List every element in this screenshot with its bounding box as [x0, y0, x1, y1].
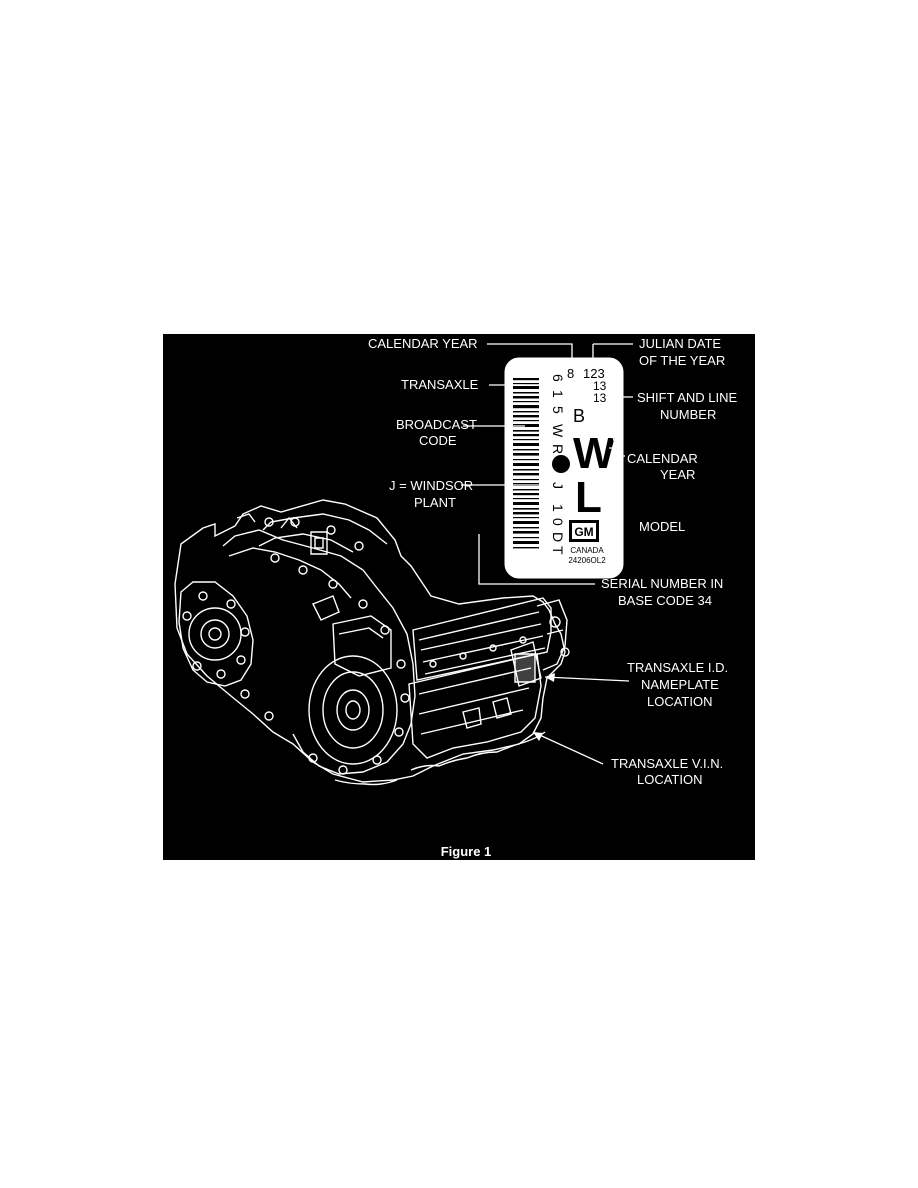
code-char: J [550, 482, 566, 489]
arrow-head-vin [533, 732, 543, 741]
label-windsor-plant-1: J = WINDSOR [389, 478, 473, 493]
label-transaxle: TRANSAXLE [401, 377, 479, 392]
figure-caption: Figure 1 [441, 844, 492, 859]
nameplate-shift-number: 13 [593, 379, 607, 393]
label-model: MODEL [639, 519, 685, 534]
nameplate-model-letter-1: W [573, 429, 615, 478]
label-windsor-plant-2: PLANT [414, 495, 456, 510]
label-nameplate-location-2: NAMEPLATE [641, 677, 719, 692]
figure-panel: 6 1 5 W R J 1 0 D T 8 123 13 13 B W L GM… [163, 334, 755, 860]
nameplate-calendar-letter: B [573, 406, 585, 426]
code-char: R [550, 444, 566, 454]
label-nameplate-location-3: LOCATION [647, 694, 713, 709]
label-calendar-year-top: CALENDAR YEAR [368, 336, 478, 351]
code-char: W [550, 424, 566, 438]
nameplate-part-number: 24206OL2 [568, 556, 606, 565]
nameplate-country: CANADA [570, 546, 604, 555]
leader-lines [461, 343, 633, 765]
label-serial-number-1: SERIAL NUMBER IN [601, 576, 723, 591]
code-char: T [550, 546, 566, 555]
label-julian-date-1: JULIAN DATE [639, 336, 721, 351]
label-calendar-year-right-1: CALENDAR [627, 451, 698, 466]
code-char: 5 [550, 406, 566, 414]
label-serial-number-2: BASE CODE 34 [618, 593, 712, 608]
gm-logo: GM [574, 525, 593, 539]
label-broadcast-code-2: CODE [419, 433, 457, 448]
mounting-hole [552, 455, 570, 473]
transaxle-diagram: 6 1 5 W R J 1 0 D T 8 123 13 13 B W L GM… [163, 336, 738, 859]
nameplate-line-number: 13 [593, 391, 607, 405]
nameplate-year-digit: 8 [567, 366, 574, 381]
code-char: 1 [550, 390, 566, 398]
label-shift-line-2: NUMBER [660, 407, 716, 422]
callout-labels: CALENDAR YEAR JULIAN DATE OF THE YEAR TR… [368, 336, 738, 787]
code-char: 6 [550, 374, 566, 382]
nameplate-julian-date: 123 [583, 366, 605, 381]
code-char: D [550, 532, 566, 542]
label-vin-location-1: TRANSAXLE V.I.N. [611, 756, 723, 771]
label-shift-line-1: SHIFT AND LINE [637, 390, 738, 405]
gm-logo-inner [572, 523, 596, 539]
label-nameplate-location-1: TRANSAXLE I.D. [627, 660, 728, 675]
nameplate: 6 1 5 W R J 1 0 D T 8 123 13 13 B W L GM… [504, 357, 624, 579]
transaxle-illustration [175, 500, 569, 785]
label-broadcast-code-1: BROADCAST [396, 417, 477, 432]
nameplate-model-letter-2: L [575, 473, 602, 522]
label-julian-date-2: OF THE YEAR [639, 353, 725, 368]
label-vin-location-2: LOCATION [637, 772, 703, 787]
arrow-head-nameplate [545, 673, 555, 682]
code-char: 0 [550, 518, 566, 526]
barcode [513, 378, 539, 549]
code-char: 1 [550, 504, 566, 512]
label-calendar-year-right-2: YEAR [660, 467, 695, 482]
